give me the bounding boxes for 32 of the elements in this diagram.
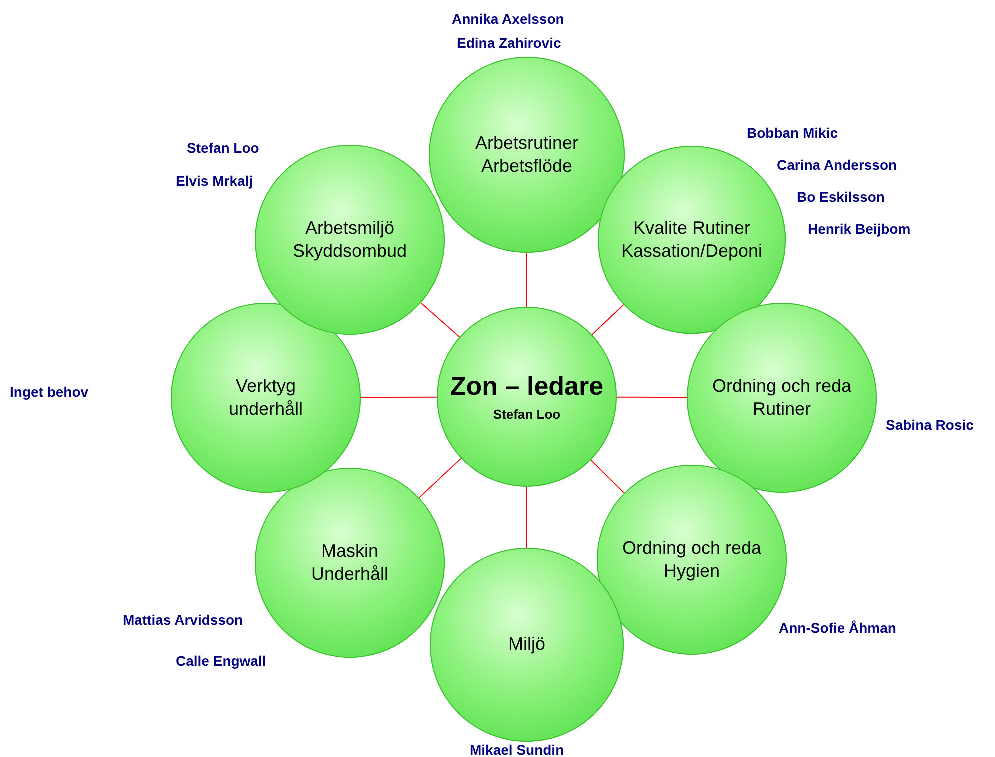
topic-label: Arbetsmiljö Skyddsombud: [292, 216, 408, 263]
person-name: Elvis Mrkalj: [176, 173, 254, 189]
topic-label: Verktyg underhåll: [228, 374, 304, 421]
person-name: Carina Andersson: [777, 157, 898, 173]
person-name: Bobban Mikic: [747, 125, 838, 141]
topic-label: Ordning och reda Hygien: [621, 536, 763, 583]
person-name: Bo Eskilsson: [797, 189, 885, 205]
connector-line: [526, 252, 528, 308]
leader-name: Stefan Loo: [493, 407, 561, 424]
topic-label: Maskin Underhåll: [310, 540, 390, 586]
connector-line: [360, 396, 438, 398]
topic-label: Miljö: [508, 633, 546, 656]
person-name: Edina Zahirovic: [457, 35, 562, 51]
connector-line: [420, 302, 460, 338]
person-name: Ann-Sofie Åhman: [779, 620, 896, 636]
connector-line: [616, 396, 688, 398]
connector-line: [418, 458, 462, 499]
connector-line: [592, 304, 624, 336]
person-name: Annika Axelsson: [452, 11, 564, 27]
person-name: Henrik Beijbom: [808, 221, 911, 237]
topic-label: Kvalite Rutiner Kassation/Deponi: [620, 216, 764, 263]
person-name: Mattias Arvidsson: [123, 612, 244, 628]
connector-line: [590, 460, 625, 494]
person-name: Mikael Sundin: [470, 742, 564, 757]
person-name: Sabina Rosic: [886, 417, 974, 433]
topic-label: Arbetsrutiner Arbetsflöde: [474, 132, 580, 178]
person-name: Calle Engwall: [176, 653, 266, 669]
topic-label: Ordning och reda Rutiner: [711, 374, 853, 421]
person-name: Stefan Loo: [187, 140, 260, 156]
connector-line: [526, 486, 528, 548]
note-label: Inget behov: [10, 384, 89, 400]
center-title: Zon – ledare: [450, 370, 604, 403]
